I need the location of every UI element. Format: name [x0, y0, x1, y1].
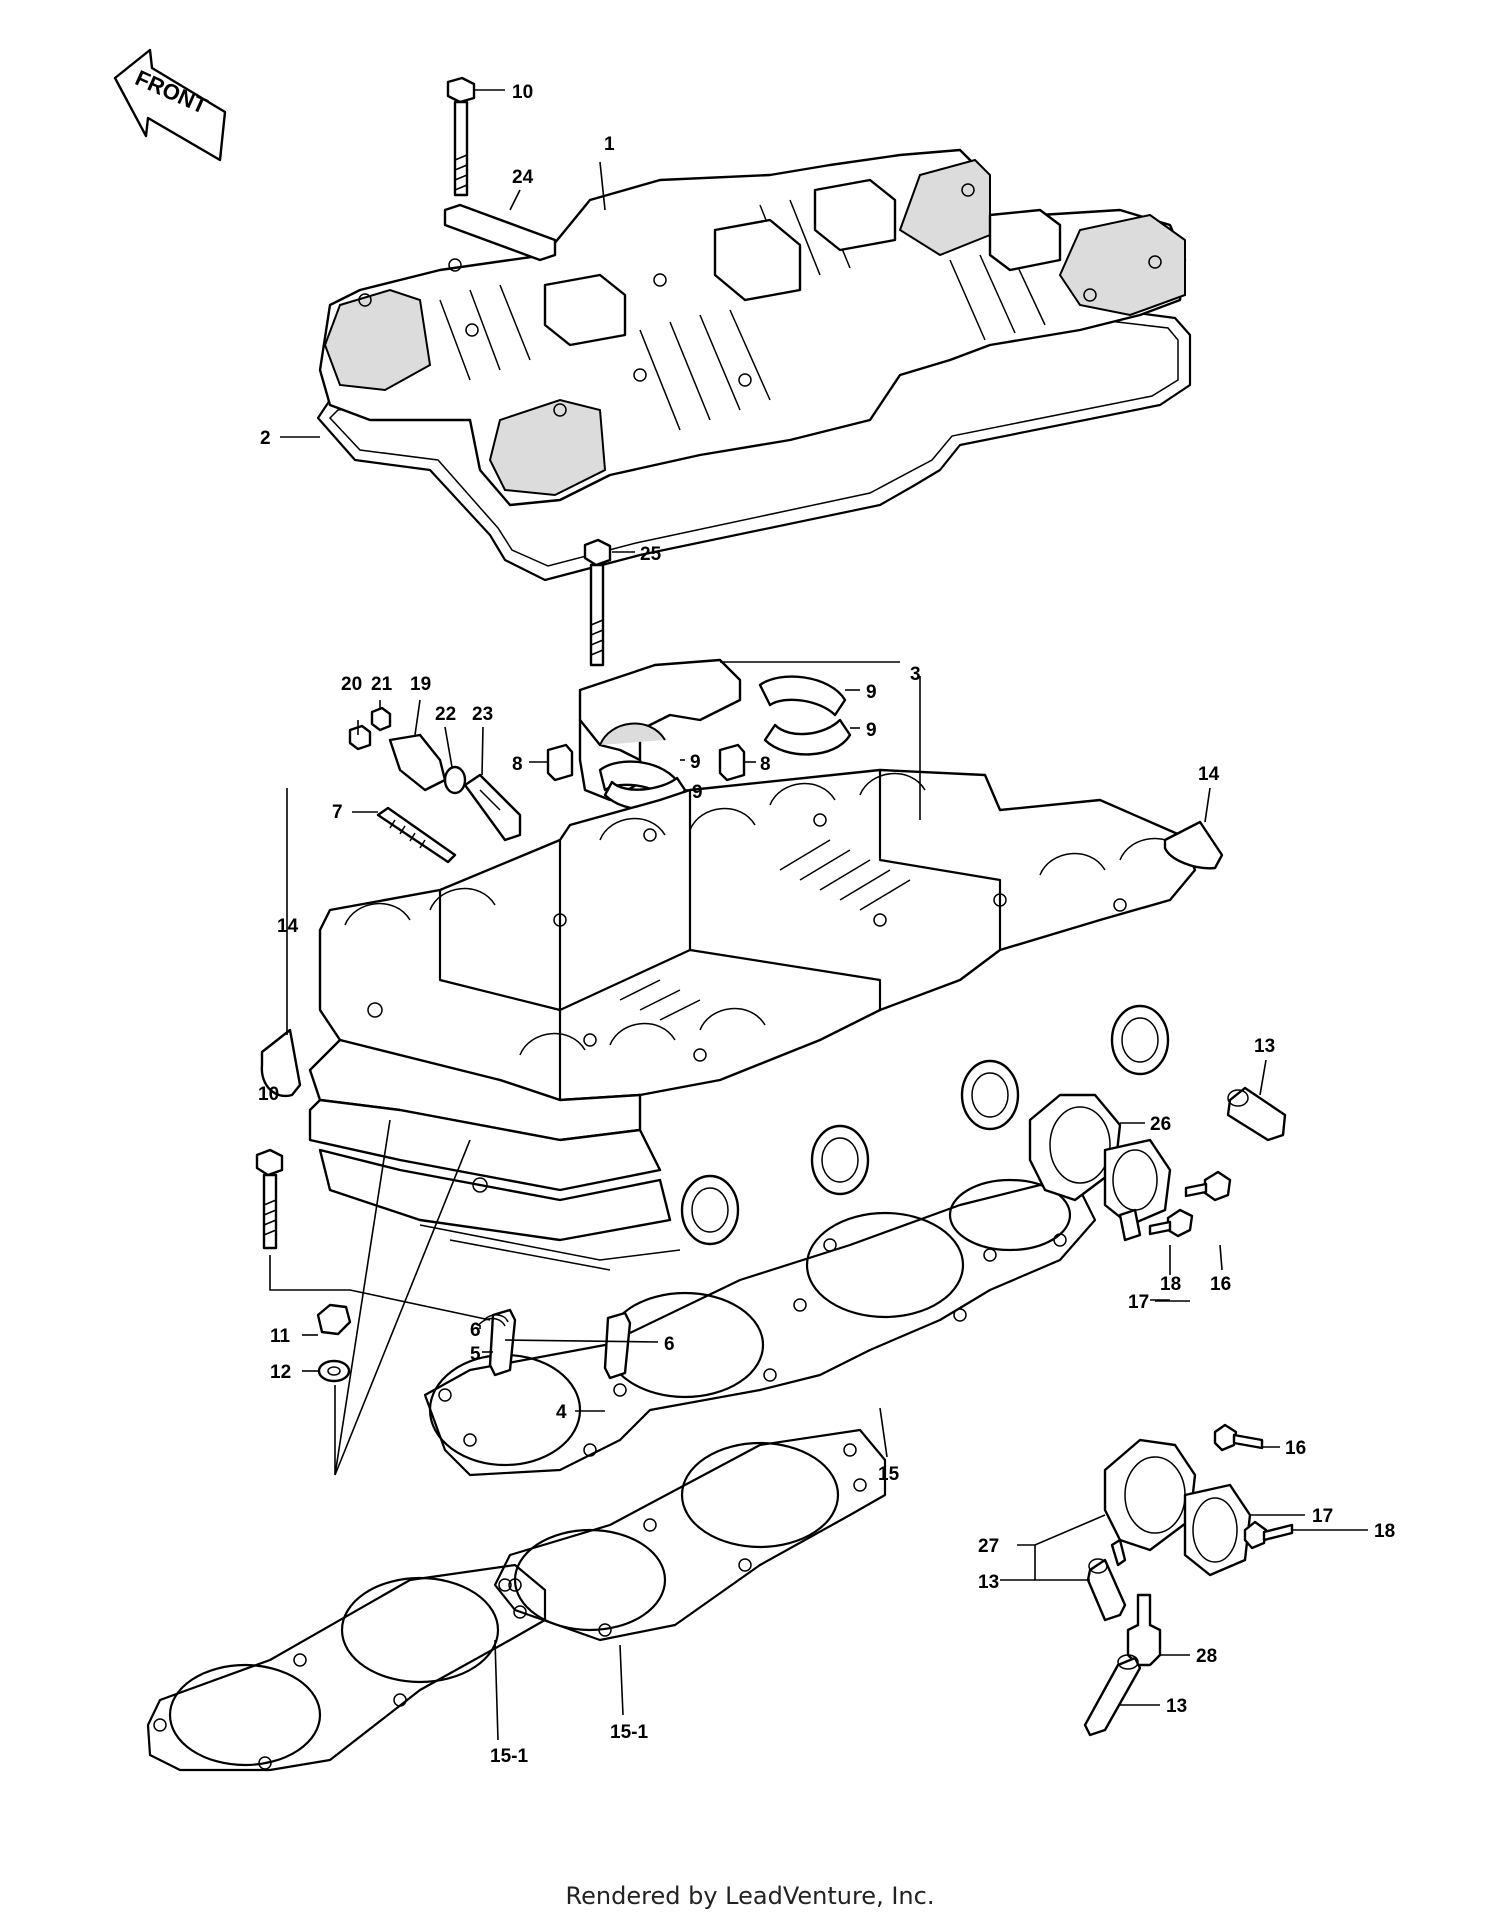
- camshaft-caps: [546, 658, 852, 811]
- callout-7: 7: [332, 802, 343, 823]
- callout-27: 27: [978, 1536, 999, 1557]
- callout-14-left: 14: [277, 916, 299, 937]
- dowels: [477, 1308, 632, 1380]
- hose-13-lower: [1083, 1654, 1142, 1737]
- hose-13-middle: [1086, 1558, 1127, 1622]
- callout-18-lower: 18: [1374, 1521, 1395, 1542]
- callout-28: 28: [1196, 1646, 1217, 1667]
- callout-10-top: 10: [512, 82, 533, 103]
- intake-holder-27: [1103, 1438, 1197, 1567]
- footer-credit: Rendered by LeadVenture, Inc.: [565, 1882, 935, 1910]
- screw-18-upper: [1148, 1208, 1194, 1238]
- callout-9b: 9: [866, 720, 877, 741]
- callout-15-1-right: 15-1: [610, 1722, 648, 1743]
- clamp-17-lower: [1183, 1483, 1252, 1577]
- callout-17-lower: 17: [1312, 1506, 1333, 1527]
- bolt-10-lower: [255, 1148, 284, 1250]
- breather-parts: [348, 706, 522, 842]
- cylinder-head: [308, 768, 1197, 1271]
- callout-21: 21: [371, 674, 393, 695]
- callout-2: 2: [260, 428, 271, 449]
- callout-20: 20: [341, 674, 362, 695]
- stud-7: [376, 806, 457, 864]
- callout-18-upper: 18: [1160, 1274, 1181, 1295]
- hose-13-upper: [1226, 1086, 1287, 1142]
- end-cap-14-right: [1163, 820, 1224, 870]
- plate-24: [443, 203, 557, 262]
- end-cap-14-left: [260, 1028, 302, 1098]
- front-arrow: FRONT: [113, 48, 227, 162]
- callout-labels: 10 1 24 2 25 3 9 9 9 9 8 8 20 21 19 22 2…: [258, 82, 1395, 1767]
- callout-10-lower: 10: [258, 1084, 279, 1105]
- callout-12: 12: [270, 1362, 291, 1383]
- callout-17-upper: 17: [1128, 1292, 1149, 1313]
- nut-11: [316, 1303, 352, 1336]
- screw-16-upper: [1184, 1170, 1232, 1202]
- bolt-10-top: [446, 76, 476, 197]
- washer-12: [317, 1359, 351, 1383]
- callout-14-right: 14: [1198, 764, 1220, 785]
- callout-16-upper: 16: [1210, 1274, 1231, 1295]
- callout-15: 15: [878, 1464, 900, 1485]
- base-gasket-left: [146, 1563, 547, 1772]
- screw-16-lower: [1213, 1423, 1264, 1452]
- callout-9a: 9: [866, 682, 877, 703]
- leader-lines: [269, 89, 1368, 1741]
- callout-8b: 8: [760, 754, 771, 775]
- callout-13-middle: 13: [978, 1572, 999, 1593]
- callout-1: 1: [604, 134, 615, 155]
- callout-13-lower: 13: [1166, 1696, 1187, 1717]
- callout-25: 25: [640, 544, 662, 565]
- callout-23: 23: [472, 704, 493, 725]
- callout-13-upper: 13: [1254, 1036, 1275, 1057]
- cylinder-head-cover: [316, 148, 1192, 582]
- callout-26: 26: [1150, 1114, 1171, 1135]
- callout-11: 11: [270, 1326, 291, 1347]
- callout-6-right: 6: [664, 1334, 675, 1355]
- callout-16-lower: 16: [1285, 1438, 1306, 1459]
- callout-8a: 8: [512, 754, 523, 775]
- bolt-25: [583, 538, 612, 667]
- base-gasket-right: [493, 1428, 887, 1642]
- screw-18-lower: [1243, 1520, 1294, 1550]
- callout-24: 24: [512, 167, 534, 188]
- intake-holder-26: [1028, 1093, 1172, 1242]
- callout-6-left: 6: [470, 1320, 481, 1341]
- callout-3: 3: [910, 664, 921, 685]
- callout-9c: 9: [690, 752, 701, 773]
- callout-9d: 9: [692, 782, 703, 803]
- callout-19: 19: [410, 674, 431, 695]
- callout-4: 4: [556, 1402, 567, 1423]
- callout-5: 5: [470, 1344, 481, 1365]
- callout-15-1-left: 15-1: [490, 1746, 528, 1767]
- fitting-28: [1126, 1593, 1162, 1667]
- callout-22: 22: [435, 704, 456, 725]
